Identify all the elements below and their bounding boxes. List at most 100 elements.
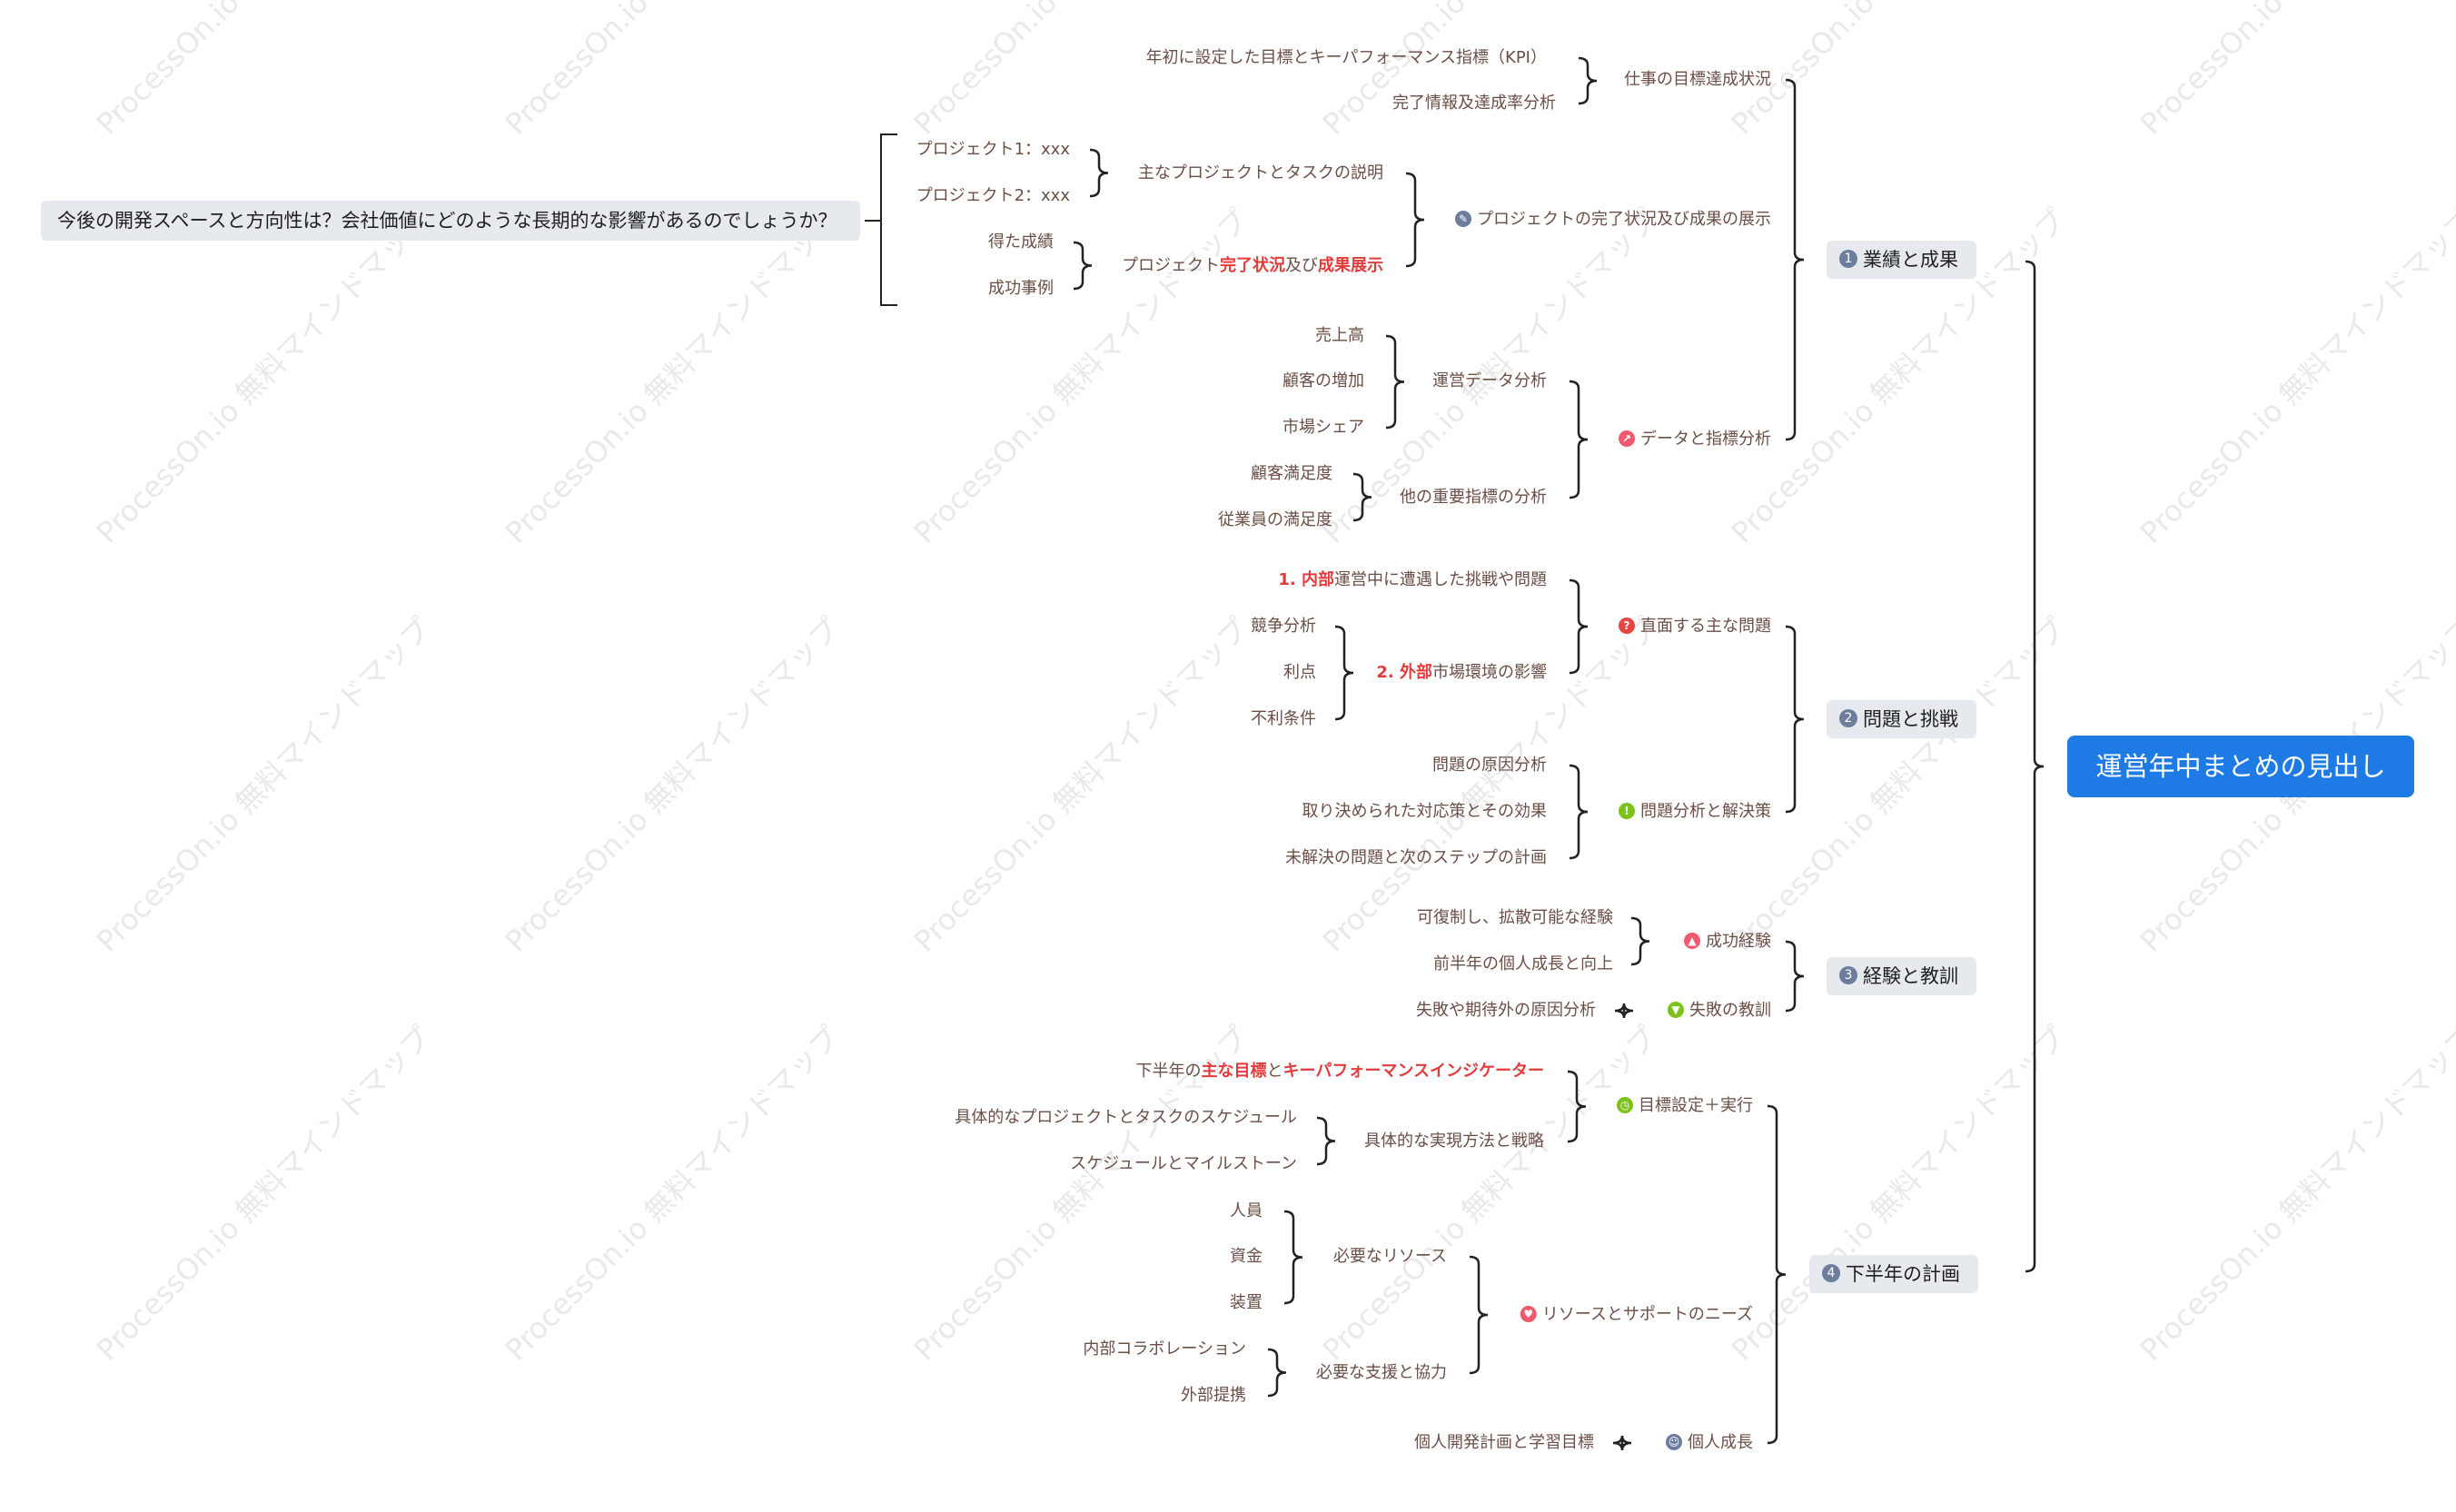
topic-project-2[interactable]: プロジェクト2：xxx <box>916 186 1070 205</box>
connector-brace <box>1405 172 1425 268</box>
connector-brace <box>1785 940 1805 1013</box>
topic-competition[interactable]: 競争分析 <box>1251 617 1316 636</box>
connector-brace <box>1334 625 1354 721</box>
topic-unresolved[interactable]: 未解決の問題と次のステップの計画 <box>1285 848 1547 867</box>
topic-goal-execution[interactable]: ◷目標設定＋実行 <box>1617 1095 1753 1117</box>
topic-data-analysis[interactable]: ↗データと指標分析 <box>1619 429 1771 450</box>
highlight-part: 主な目標 <box>1201 1062 1267 1081</box>
number-2-icon: 2 <box>1839 709 1857 727</box>
connector-brace <box>1785 78 1805 441</box>
topic-internal[interactable]: 1. 内部運営中に遭遇した挑戦や問題 <box>1278 569 1547 591</box>
connector-brace <box>1089 148 1109 198</box>
topic-measures[interactable]: 取り決められた対応策とその効果 <box>1302 802 1547 821</box>
topic-customer-growth[interactable]: 顧客の増加 <box>1282 371 1364 390</box>
connector-brace <box>1283 1210 1303 1305</box>
topic-personal-growth[interactable]: ☺個人成長 <box>1666 1432 1753 1454</box>
label-part: 下半年の <box>1135 1062 1202 1081</box>
topic-main-projects[interactable]: 主なプロジェクトとタスクの説明 <box>1138 163 1383 183</box>
topic-required-resources[interactable]: 必要なリソース <box>1332 1247 1447 1266</box>
root-topic[interactable]: 運営年中まとめの見出し <box>2067 736 2414 797</box>
topic-support[interactable]: 必要な支援と協力 <box>1316 1363 1447 1382</box>
highlight-part: 2. <box>1376 663 1400 682</box>
highlight-part: 1. <box>1278 570 1302 589</box>
question-icon: ? <box>1619 618 1635 634</box>
topic-replicable[interactable]: 可復制し、拡散可能な経験 <box>1417 908 1613 927</box>
topic-funding[interactable]: 資金 <box>1230 1247 1263 1266</box>
highlight-part: 外部 <box>1400 663 1432 682</box>
topic-other-kpis[interactable]: 他の重要指標の分析 <box>1400 488 1547 507</box>
label-part: プロジェクト <box>1122 256 1220 275</box>
topic-goal-status[interactable]: 仕事の目標達成状況 <box>1624 70 1771 89</box>
highlight-part: キーパフォーマンスインジケーター <box>1282 1062 1544 1081</box>
topic-success-experience[interactable]: ▲ 成功経験 <box>1684 931 1771 953</box>
topic-equipment[interactable]: 装置 <box>1230 1293 1263 1312</box>
question-bracket <box>865 133 897 306</box>
topic-milestones[interactable]: スケジュールとマイルストーン <box>1070 1154 1297 1173</box>
number-3-icon: 3 <box>1839 966 1857 984</box>
branch-lessons[interactable]: 3 経験と教訓 <box>1827 957 1976 995</box>
topic-disadvantages[interactable]: 不利条件 <box>1251 709 1316 728</box>
topic-external-partner[interactable]: 外部提携 <box>1181 1386 1246 1405</box>
topic-project-results[interactable]: プロジェクト完了状況及び成果展示 <box>1122 255 1383 277</box>
topic-label: 個人成長 <box>1688 1433 1753 1452</box>
highlight-part: 完了状況 <box>1220 256 1285 275</box>
topic-methods[interactable]: 具体的な実現方法と戦略 <box>1364 1132 1544 1151</box>
topic-resource-needs[interactable]: ♥リソースとサポートのニーズ <box>1520 1304 1753 1326</box>
connector-brace <box>1567 1070 1587 1143</box>
topic-employee-satisfaction[interactable]: 従業員の満足度 <box>1218 510 1332 529</box>
connector-brace <box>1073 241 1093 291</box>
topic-problem-analysis[interactable]: !問題分析と解決策 <box>1619 801 1771 823</box>
topic-external[interactable]: 2. 外部市場環境の影響 <box>1376 662 1547 684</box>
question-topic[interactable]: 今後の開発スペースと方向性は？会社価値にどのような長期的な影響があるのでしょうか… <box>41 201 860 241</box>
topic-success-cases[interactable]: 成功事例 <box>988 279 1054 298</box>
topic-advantages[interactable]: 利点 <box>1283 663 1316 682</box>
connector-brace <box>2025 260 2045 1273</box>
topic-ops-data[interactable]: 運営データ分析 <box>1432 371 1547 390</box>
topic-label: 成功経験 <box>1706 932 1771 951</box>
connector-brace <box>1569 764 1589 860</box>
topic-label: 失敗の教訓 <box>1689 1001 1771 1020</box>
connector-brace <box>1569 578 1589 675</box>
topic-sales[interactable]: 売上高 <box>1315 326 1364 345</box>
heart-icon: ♥ <box>1520 1306 1537 1322</box>
connector-brace <box>1614 1003 1634 1019</box>
topic-main-issues[interactable]: ?直面する主な問題 <box>1619 616 1771 637</box>
connector-brace <box>1267 1348 1287 1398</box>
label-part: 及び <box>1285 256 1318 275</box>
topic-kpi[interactable]: 年初に設定した目標とキーパフォーマンス指標（KPI） <box>1145 48 1547 67</box>
topic-project-status[interactable]: ✎プロジェクトの完了状況及び成果の展示 <box>1455 209 1771 231</box>
topic-internal-collab[interactable]: 内部コラボレーション <box>1083 1339 1246 1359</box>
label-part: 運営中に遭遇した挑戦や問題 <box>1334 570 1547 589</box>
clock-icon: ◷ <box>1617 1097 1633 1113</box>
topic-personnel[interactable]: 人員 <box>1230 1201 1263 1220</box>
branch-label: 下半年の計画 <box>1846 1263 1960 1285</box>
label-part: と <box>1266 1062 1283 1081</box>
topic-schedule[interactable]: 具体的なプロジェクトとタスクのスケジュール <box>955 1108 1297 1127</box>
branch-label: 経験と教訓 <box>1863 965 1958 987</box>
highlight-part: 成果展示 <box>1318 256 1383 275</box>
topic-personal-growth-h1[interactable]: 前半年の個人成長と向上 <box>1433 954 1613 973</box>
connector-brace <box>1569 380 1589 499</box>
topic-root-cause[interactable]: 問題の原因分析 <box>1432 756 1547 775</box>
topic-label: リソースとサポートのニーズ <box>1541 1305 1753 1324</box>
topic-label: プロジェクトの完了状況及び成果の展示 <box>1477 210 1771 229</box>
topic-failure-cause[interactable]: 失敗や期待外の原因分析 <box>1416 1001 1596 1020</box>
topic-completion-analysis[interactable]: 完了情報及達成率分析 <box>1392 94 1556 113</box>
topic-h2-kpi[interactable]: 下半年の主な目標とキーパフォーマンスインジケーター <box>1136 1061 1544 1082</box>
topic-failure-lessons[interactable]: ▼失敗の教訓 <box>1668 1000 1771 1022</box>
connector-brace <box>1785 625 1805 814</box>
connector-brace <box>1767 1104 1787 1445</box>
connector-brace <box>1630 916 1650 966</box>
topic-project-1[interactable]: プロジェクト1：xxx <box>916 140 1070 159</box>
topic-achievements-earned[interactable]: 得た成績 <box>988 232 1054 252</box>
info-icon: ! <box>1619 803 1635 819</box>
connector-brace <box>1352 472 1372 522</box>
topic-customer-satisfaction[interactable]: 顧客満足度 <box>1251 464 1332 483</box>
highlight-part: 内部 <box>1302 570 1334 589</box>
topic-dev-plan[interactable]: 個人開発計画と学習目標 <box>1414 1433 1594 1452</box>
topic-market-share[interactable]: 市場シェア <box>1282 418 1364 437</box>
thumbs-up-icon: ▲ <box>1684 933 1700 949</box>
